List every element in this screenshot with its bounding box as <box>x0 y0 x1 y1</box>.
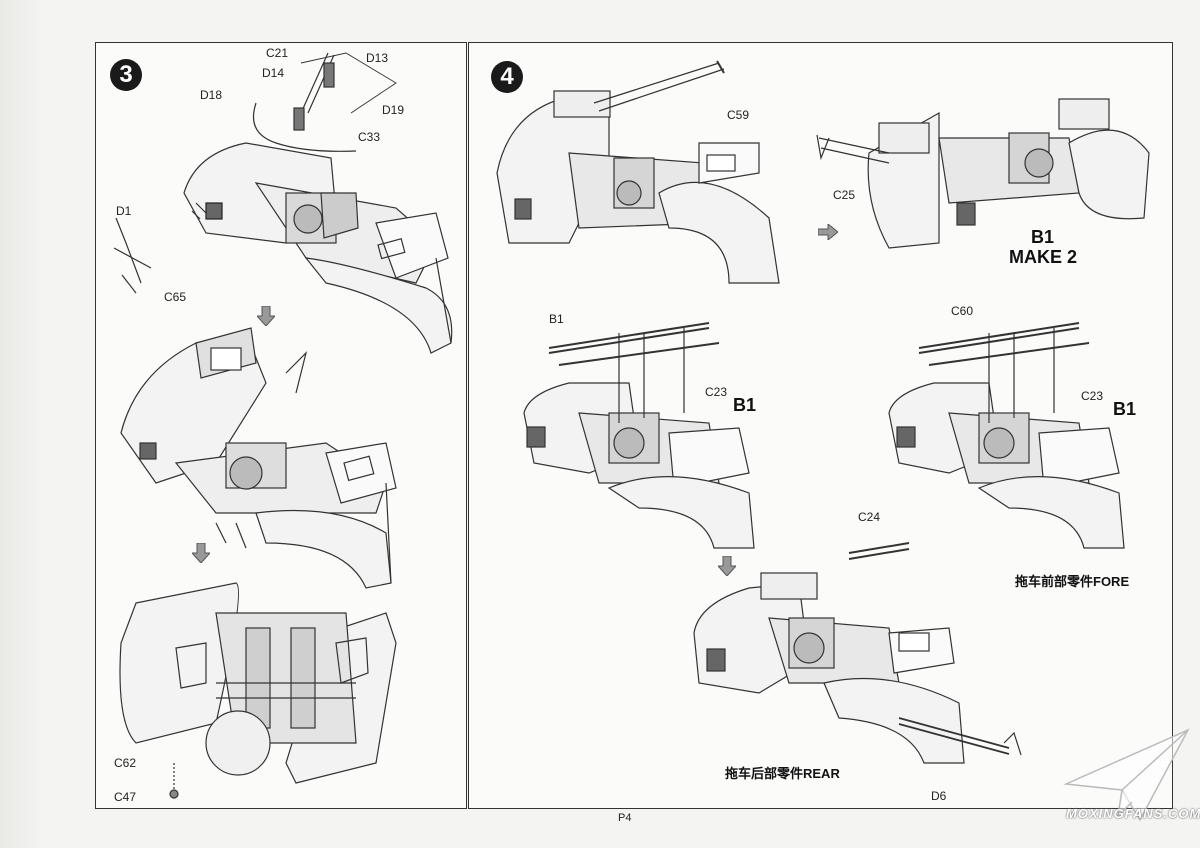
part-label-d13: D13 <box>366 51 389 65</box>
down-arrow-icon <box>192 543 210 563</box>
step-3-panel: 3 <box>95 42 467 809</box>
part-label-d6: D6 <box>931 789 947 803</box>
part-label-c65: C65 <box>164 290 187 304</box>
right-arrow-icon <box>818 224 838 240</box>
trailer-mid-right <box>888 322 1125 549</box>
part-label-c62: C62 <box>114 756 137 770</box>
step-3-illustrations <box>113 52 453 799</box>
page-number: P4 <box>618 812 632 824</box>
part-label-c21: C21 <box>266 46 289 60</box>
part-label-c59: C59 <box>727 108 750 122</box>
make-2-note: MAKE 2 <box>1009 247 1078 267</box>
rear-parts-label: 拖车后部零件REAR <box>725 766 840 781</box>
trailer-top-left <box>496 60 780 284</box>
trailer-top-right <box>816 98 1150 249</box>
down-arrow-icon <box>257 306 275 326</box>
part-label-c23-right: C23 <box>1081 389 1104 403</box>
b1-title: B1 <box>1031 227 1055 247</box>
binding-shadow <box>0 0 44 848</box>
step-4-number: 4 <box>491 61 523 93</box>
part-label-d18: D18 <box>200 88 223 102</box>
part-label-d14: D14 <box>262 66 285 80</box>
step-4-illustrations <box>496 60 1150 764</box>
part-label-d19: D19 <box>382 103 405 117</box>
b1-callout-right: B1 <box>1113 399 1137 419</box>
chassis-assembly-bottom <box>119 582 397 799</box>
paper-plane-logo <box>1063 728 1190 822</box>
fore-parts-label: 拖车前部零件FORE <box>1015 574 1130 589</box>
step-3-number: 3 <box>110 59 142 91</box>
part-label-c23: C23 <box>705 385 728 399</box>
part-label-c60: C60 <box>951 304 974 318</box>
chassis-assembly-top <box>113 52 453 354</box>
step-4-panel: 4 <box>468 42 1173 809</box>
part-label-c33: C33 <box>358 130 381 144</box>
chassis-assembly-middle <box>120 327 397 589</box>
watermark-text: MOXINGFANS.COM <box>1066 806 1200 821</box>
trailer-bottom <box>693 542 1022 764</box>
b1-callout-left: B1 <box>733 395 757 415</box>
part-label-b1: B1 <box>549 312 564 326</box>
part-label-c24: C24 <box>858 510 881 524</box>
part-label-c25: C25 <box>833 188 856 202</box>
down-arrow-icon <box>718 556 736 576</box>
part-label-d1: D1 <box>116 204 132 218</box>
trailer-mid-left <box>523 322 755 549</box>
part-label-c47: C47 <box>114 790 137 804</box>
